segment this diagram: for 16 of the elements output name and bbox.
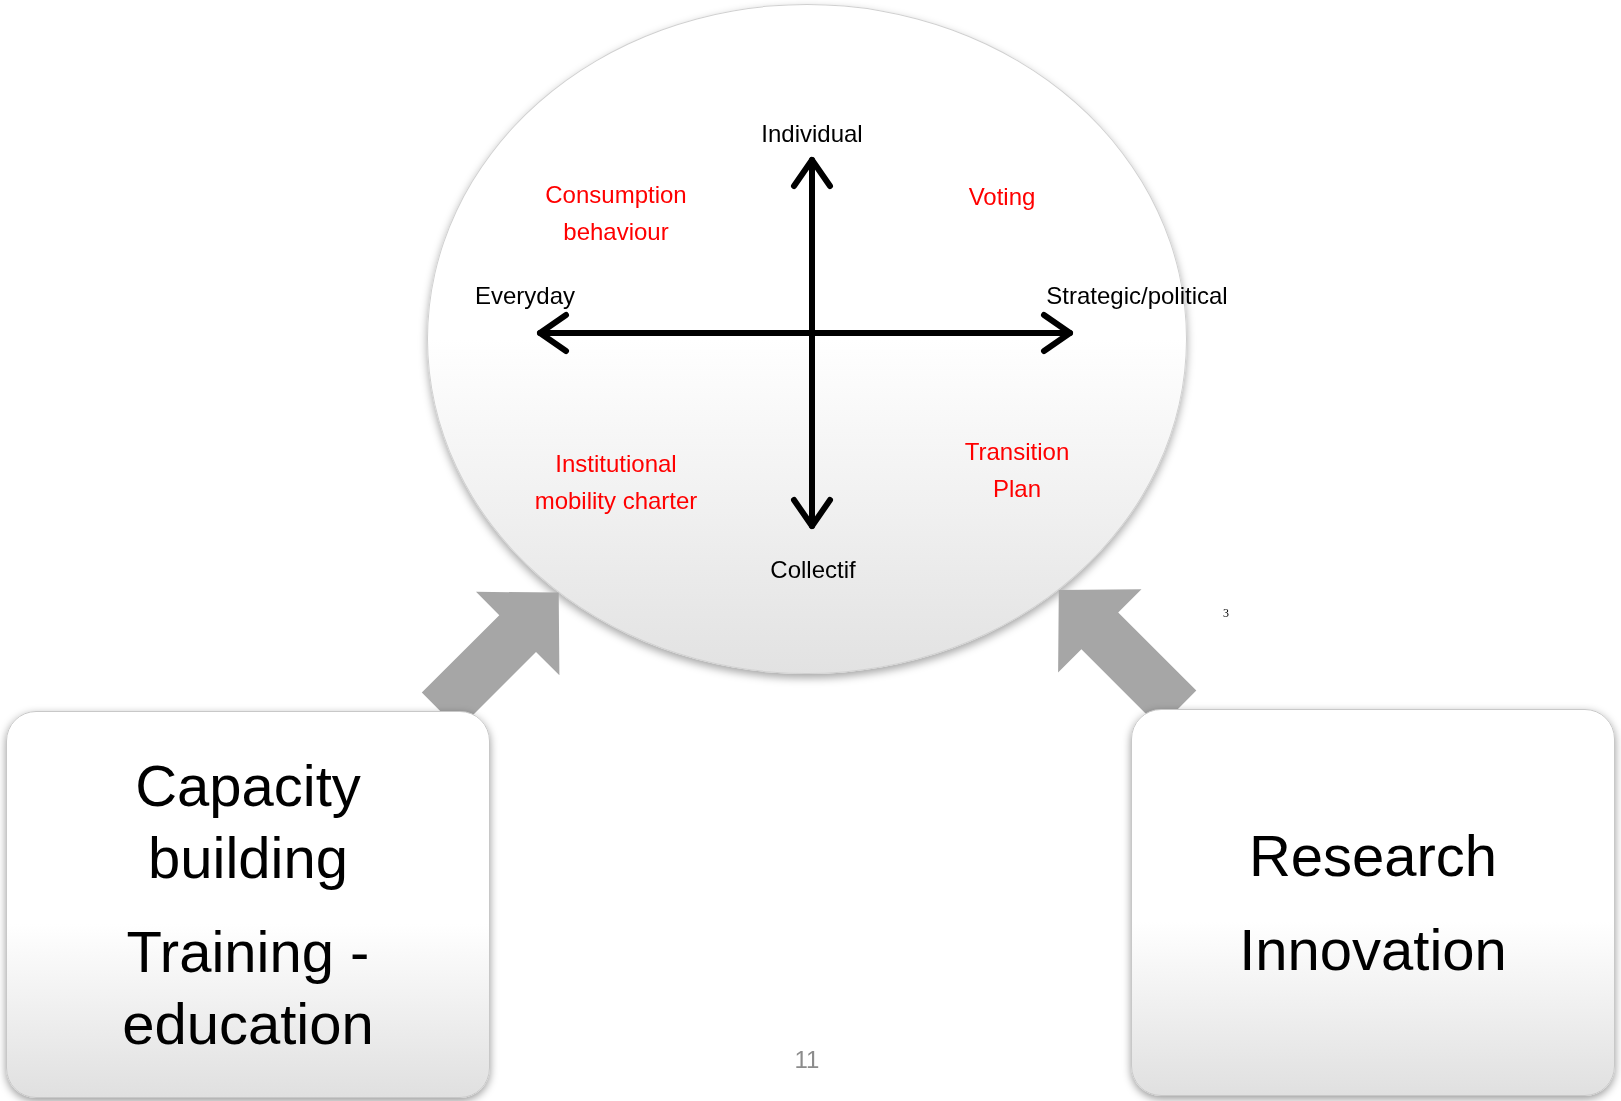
quadrant-label: Voting	[968, 181, 1036, 212]
box-text: Training - education	[121, 917, 375, 1058]
box-text: Capacity building	[134, 751, 362, 892]
footnote-mark: 3	[1223, 606, 1229, 620]
axis-label: Strategic/political	[1046, 280, 1228, 310]
quadrant-label: Institutional mobility charter	[533, 449, 699, 516]
rounded-box	[6, 711, 490, 1098]
page-number: 11	[794, 1046, 820, 1074]
quadrant-label: Transition Plan	[963, 437, 1071, 504]
box-text: Research	[1248, 821, 1498, 890]
rounded-box	[1131, 709, 1615, 1096]
axis-label: Individual	[761, 118, 863, 148]
box-text: Innovation	[1239, 915, 1507, 984]
quadrant-label: Consumption behaviour	[544, 180, 688, 247]
axis-label: Collectif	[770, 554, 856, 584]
axis-label: Everyday	[474, 280, 575, 310]
